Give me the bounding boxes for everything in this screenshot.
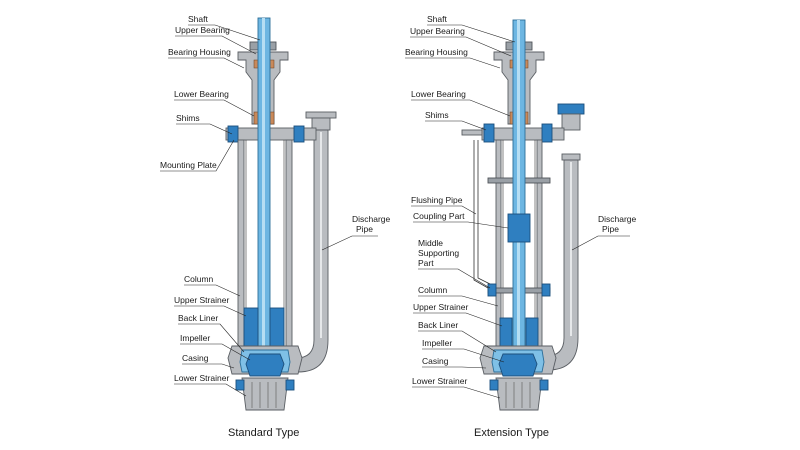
std-label-upper-bearing: Upper Bearing (175, 25, 230, 35)
std-label-shaft: Shaft (188, 14, 208, 24)
ext-label-casing: Casing (422, 356, 449, 366)
ext-label-shims: Shims (425, 110, 449, 120)
extension-lower-strainer (489, 377, 549, 411)
std-label-column: Column (184, 274, 214, 284)
caption-standard-type: Standard Type (228, 427, 299, 439)
ext-label-part: Part (418, 258, 434, 268)
ext-label-flushing-pipe: Flushing Pipe (411, 195, 463, 205)
extension-casing (479, 345, 557, 377)
extension-discharge-pipe (529, 103, 585, 375)
std-label-mounting-plate: Mounting Plate (160, 160, 217, 170)
std-label-discharge-2: Pipe (356, 224, 373, 234)
standard-lower-strainer (235, 377, 295, 411)
ext-label-middle: Middle (418, 238, 443, 248)
ext-label-shaft: Shaft (427, 14, 447, 24)
ext-label-supporting: Supporting (418, 248, 459, 258)
ext-label-impeller: Impeller (422, 338, 452, 348)
ext-label-lower-strainer: Lower Strainer (412, 376, 467, 386)
std-label-impeller: Impeller (180, 333, 210, 343)
ext-label-bearing-housing: Bearing Housing (405, 47, 468, 57)
ext-label-upper-bearing: Upper Bearing (410, 26, 465, 36)
standard-mounting-plate (225, 125, 317, 143)
standard-upper-strainer (243, 307, 285, 347)
ext-label-upper-strainer: Upper Strainer (413, 302, 468, 312)
extension-labels: Shaft Upper Bearing Bearing Housing Lowe… (405, 14, 637, 399)
extension-flushing-pipe (473, 140, 489, 289)
caption-extension-type: Extension Type (474, 427, 549, 439)
standard-type-pump (225, 17, 337, 411)
std-label-upper-strainer: Upper Strainer (174, 295, 229, 305)
ext-label-discharge-2: Pipe (602, 224, 619, 234)
std-label-back-liner: Back Liner (178, 313, 218, 323)
ext-label-back-liner: Back Liner (418, 320, 458, 330)
standard-casing (227, 345, 303, 377)
ext-label-coupling-part: Coupling Part (413, 211, 465, 221)
std-label-casing: Casing (182, 353, 209, 363)
ext-label-discharge-1: Discharge (598, 214, 637, 224)
std-label-lower-bearing: Lower Bearing (174, 89, 229, 99)
extension-coupling-part (507, 213, 531, 243)
std-label-lower-strainer: Lower Strainer (174, 373, 229, 383)
ext-label-column: Column (418, 285, 448, 295)
standard-discharge-pipe (271, 111, 337, 377)
std-label-bearing-housing: Bearing Housing (168, 47, 231, 57)
std-label-discharge-1: Discharge (352, 214, 391, 224)
extension-type-pump (461, 19, 585, 411)
std-label-shims: Shims (176, 113, 200, 123)
ext-label-lower-bearing: Lower Bearing (411, 89, 466, 99)
standard-labels: Shaft Upper Bearing Bearing Housing Lowe… (160, 14, 391, 397)
